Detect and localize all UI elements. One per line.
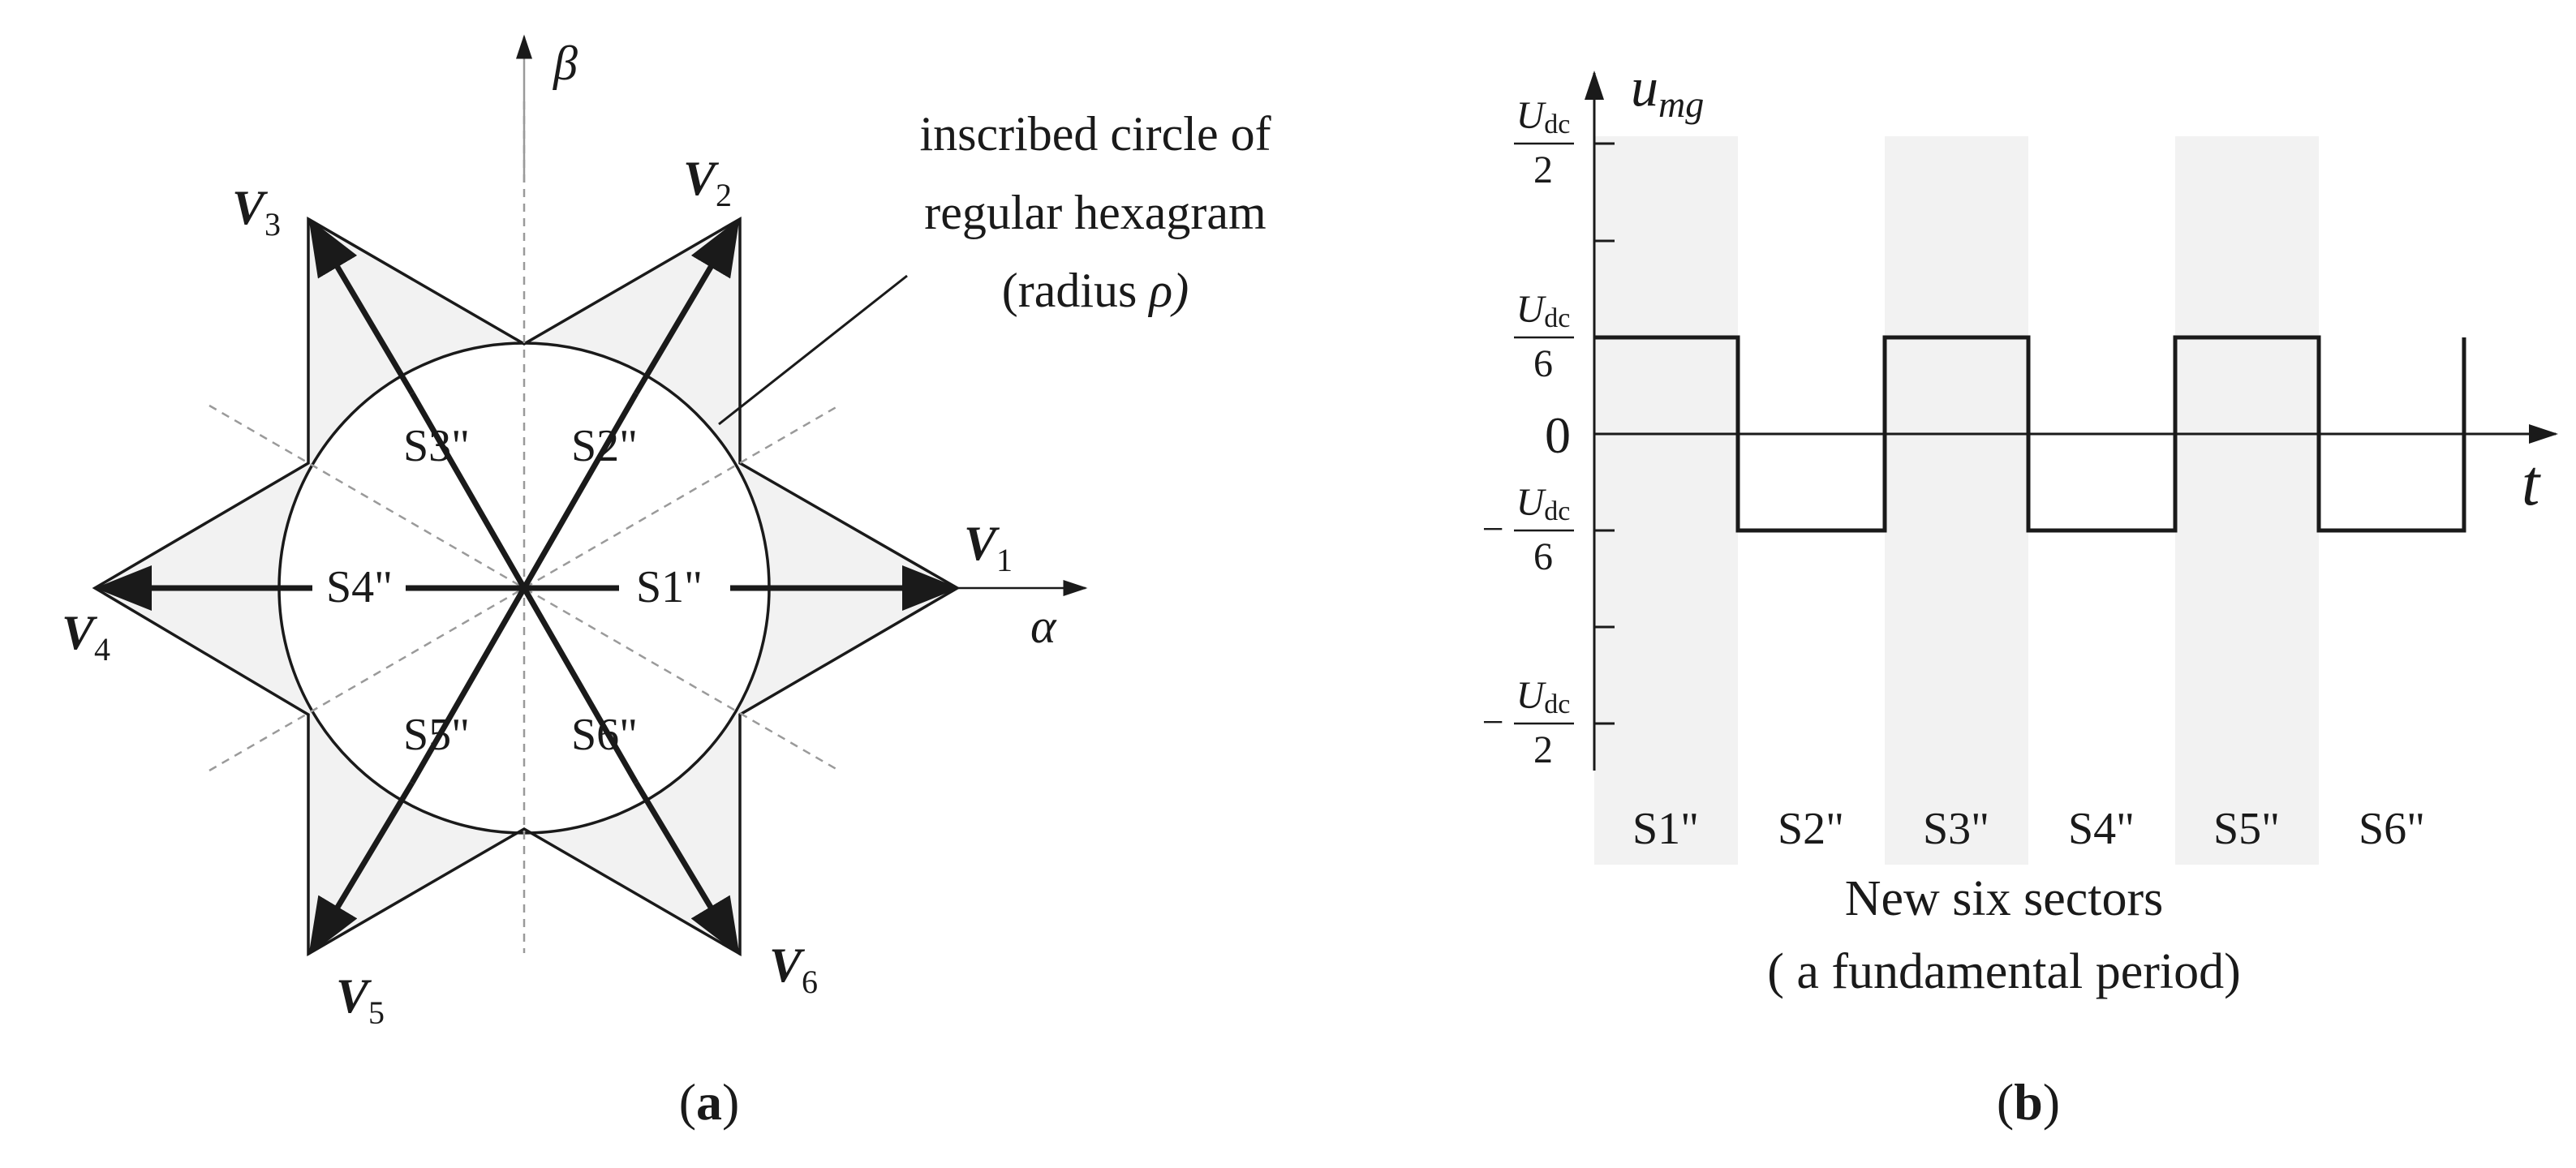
tick-label-neg-udc-2: − Udc 2 — [1482, 674, 1574, 771]
vector-arrow-v5 — [308, 781, 415, 956]
caption-a: (a) — [679, 1073, 740, 1131]
y-axis-label: umg — [1631, 56, 1704, 125]
sector-label-s2: S2" — [1778, 804, 1844, 854]
vector-label-v6: V6 — [769, 938, 818, 1000]
sector-label-s6: S6" — [571, 710, 638, 760]
center-spokes — [406, 392, 639, 784]
tick-num: Udc — [1516, 94, 1571, 140]
vector-arrow-v2 — [633, 217, 740, 395]
tick-den: 2 — [1533, 148, 1553, 191]
beta-axis-label: β — [553, 36, 578, 90]
sector-boundary-line — [209, 404, 840, 772]
panel-a: S1" S2" S3" S4" S5" S6" V1 V2 V3 V4 V5 V… — [62, 34, 1271, 1131]
annotation-leader — [718, 274, 908, 426]
caption-b: (b) — [1997, 1073, 2060, 1131]
annotation-line-3: (radius ρ) — [1002, 264, 1189, 317]
vector-arrow-v3 — [308, 217, 415, 395]
vector-label-v3: V3 — [232, 181, 281, 243]
tick-sign: − — [1482, 701, 1503, 744]
vector-label-v5: V5 — [336, 969, 385, 1031]
waveform — [1594, 335, 2466, 533]
sector-label-s5: S5" — [2213, 804, 2280, 854]
tick-num: Udc — [1516, 481, 1571, 526]
tick-label-udc-2: Udc 2 — [1514, 94, 1574, 191]
vector-arrow-v6 — [633, 781, 740, 956]
tick-label-udc-6: Udc 6 — [1514, 288, 1574, 385]
shaded-band-s5 — [2175, 136, 2319, 865]
sectors-caption-line-2: ( a fundamental period) — [1767, 944, 2241, 999]
tick-den: 6 — [1533, 342, 1553, 385]
spoke — [409, 392, 527, 590]
tick-den: 2 — [1533, 728, 1553, 771]
tick-label-zero: 0 — [1545, 406, 1571, 464]
tick-num: Udc — [1516, 288, 1571, 333]
sector-label-s1: S1" — [636, 562, 703, 612]
annotation-line-1: inscribed circle of — [919, 107, 1271, 161]
sector-label-s3: S3" — [403, 421, 470, 471]
tick-num: Udc — [1516, 674, 1571, 719]
x-axis-label: t — [2522, 448, 2541, 519]
vector-label-v1: V1 — [964, 517, 1013, 578]
shaded-band-s3 — [1885, 136, 2028, 865]
sector-boundary-line — [209, 404, 840, 772]
sector-label-s2: S2" — [571, 421, 638, 471]
spoke — [409, 586, 527, 784]
sector-label-s4: S4" — [2068, 804, 2135, 854]
tick-label-neg-udc-6: − Udc 6 — [1482, 481, 1574, 578]
sectors-caption-line-1: New six sectors — [1845, 871, 2164, 926]
sector-label-s6: S6" — [2359, 804, 2425, 854]
vector-label-v2: V2 — [683, 152, 732, 213]
sector-label-s3: S3" — [1923, 804, 1989, 854]
sector-label-s4: S4" — [326, 562, 393, 612]
spoke — [521, 392, 639, 590]
vector-label-v4: V4 — [62, 606, 110, 668]
annotation-line-2: regular hexagram — [924, 186, 1266, 239]
sector-label-s5: S5" — [403, 710, 470, 760]
shaded-band-s1 — [1594, 136, 1738, 865]
alpha-axis-label: α — [1030, 599, 1057, 653]
sector-label-s1: S1" — [1632, 804, 1699, 854]
spoke — [521, 586, 639, 784]
tick-den: 6 — [1533, 535, 1553, 578]
tick-sign: − — [1482, 508, 1503, 551]
panel-b: umg t Udc 2 Udc 6 0 − Udc 6 − Udc 2 — [1482, 56, 2558, 1131]
